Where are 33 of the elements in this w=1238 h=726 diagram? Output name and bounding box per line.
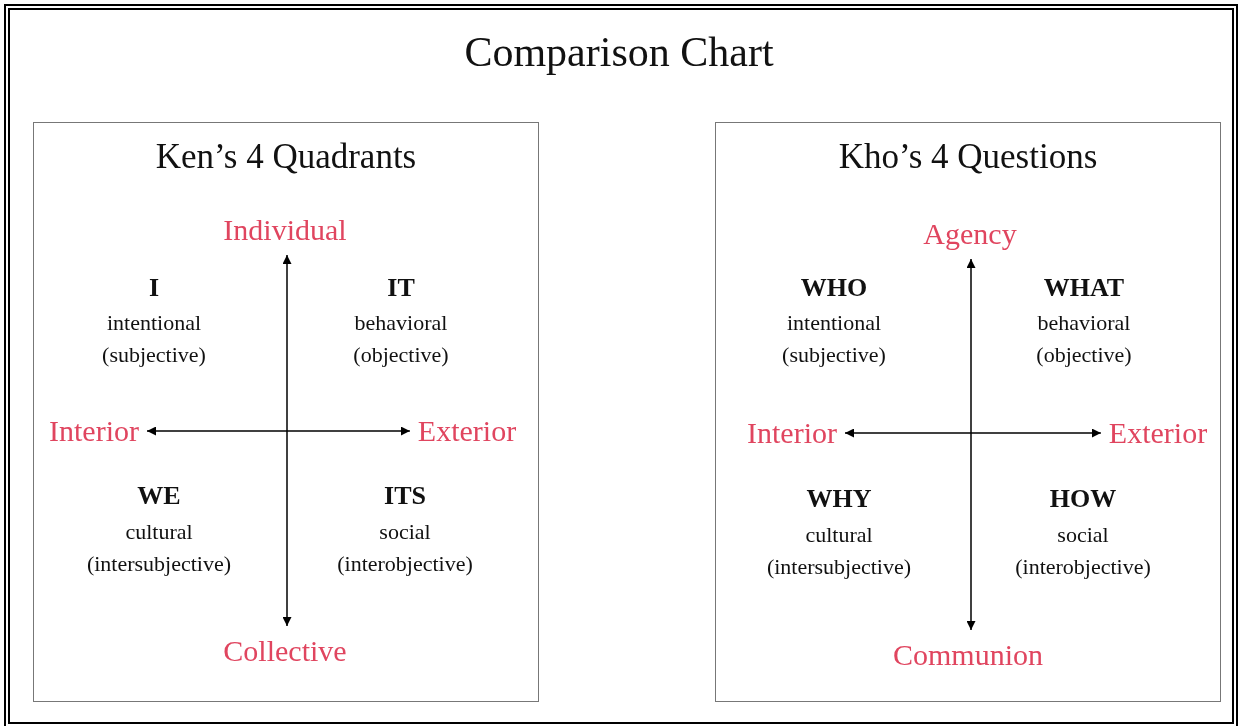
double-headed-arrow: [282, 254, 292, 627]
quadrant-title: HOW: [1049, 483, 1117, 515]
quadrant-title: WHO: [800, 272, 868, 304]
axis-label: Interior: [747, 416, 837, 450]
panel-title: Ken’s 4 Quadrants: [154, 137, 418, 177]
quadrant-description: behavioral (objective): [1035, 309, 1133, 369]
quadrant-title: WHAT: [1043, 272, 1125, 304]
quadrant-title: ITS: [384, 480, 426, 512]
quadrant-description: social (interobjective): [336, 518, 474, 578]
quadrant-description: intentional (subjective): [781, 309, 887, 369]
axis-label: Individual: [223, 213, 347, 247]
quadrant-description: behavioral (objective): [352, 309, 450, 369]
quadrant-title: I: [148, 272, 160, 304]
quadrant-title: IT: [387, 272, 415, 304]
quadrant-title: WHY: [806, 483, 872, 515]
quadrant-description: cultural (intersubjective): [765, 521, 913, 581]
panel: [715, 122, 1221, 702]
panel-title: Kho’s 4 Questions: [837, 137, 1099, 177]
axis-label: Interior: [49, 414, 139, 448]
quadrant-description: cultural (intersubjective): [85, 518, 233, 578]
double-headed-arrow: [844, 428, 1102, 438]
axis-label: Agency: [923, 217, 1017, 251]
axis-label: Collective: [223, 634, 347, 668]
panel: [33, 122, 539, 702]
quadrant-title: WE: [137, 480, 181, 512]
double-headed-arrow: [146, 426, 411, 436]
axis-label: Communion: [893, 638, 1043, 672]
quadrant-description: social (interobjective): [1014, 521, 1152, 581]
axis-label: Exterior: [417, 414, 517, 448]
chart-title: Comparison Chart: [463, 28, 775, 76]
axis-label: Exterior: [1108, 416, 1208, 450]
double-headed-arrow: [966, 258, 976, 631]
quadrant-description: intentional (subjective): [101, 309, 207, 369]
